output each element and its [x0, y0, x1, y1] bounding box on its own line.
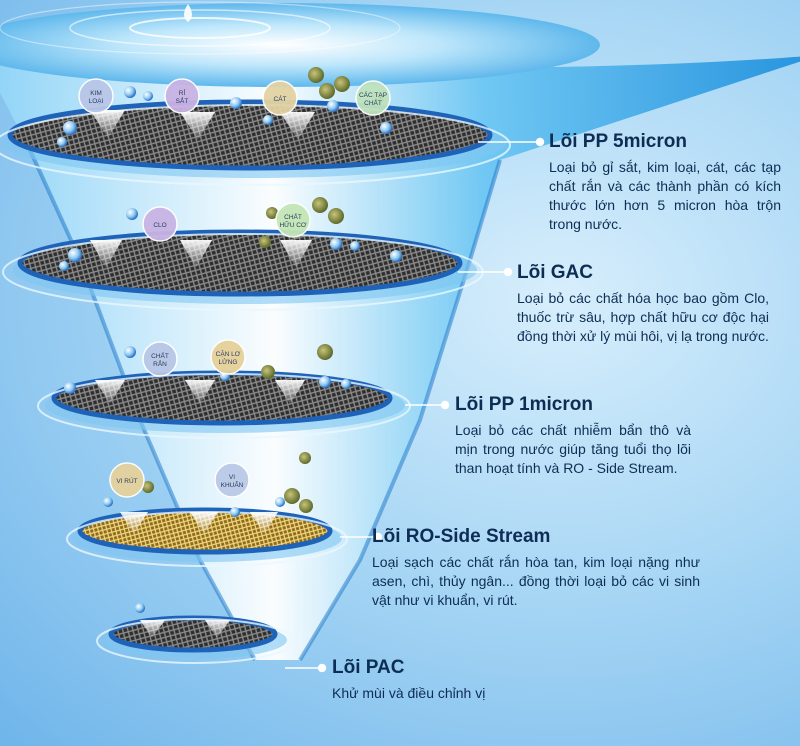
- particle-chip-label: CẶN LƠ: [216, 349, 241, 358]
- particle-chip-label: SẮT: [176, 96, 189, 105]
- layer-2-label: Lõi GAC Loại bỏ các chất hóa học bao gồm…: [517, 262, 769, 346]
- water-ripple-2: [69, 9, 331, 47]
- particle-chip-label: CÁC TẠP: [359, 90, 387, 99]
- layer-3-description: Loại bỏ các chất nhiễm bẩn thô và mịn tr…: [455, 422, 691, 476]
- layer-2-disc: [2, 229, 484, 311]
- layer-2-title: Lõi GAC: [517, 262, 593, 283]
- particle-chip-label: RẮN: [153, 359, 167, 368]
- water-ripple-1: [129, 17, 271, 39]
- particle-chip-label: VI RÚT: [116, 476, 137, 485]
- water-drop: [184, 4, 192, 22]
- particle-chip: CÁT: [262, 80, 298, 116]
- layer-5-disc: [96, 615, 294, 664]
- particle-chip-label: CÁT: [274, 94, 287, 103]
- particle-chip: VI RÚT: [109, 462, 145, 498]
- layer-1-description: Loại bỏ gỉ sắt, kim loại, cát, các tạp c…: [549, 159, 781, 232]
- filtration-arrows: [90, 110, 315, 638]
- layer-4-title: Lõi RO-Side Stream: [372, 526, 551, 547]
- layer-3-title: Lõi PP 1micron: [455, 394, 593, 415]
- particle-chip: CLO: [142, 206, 178, 242]
- layer-1-disc: [0, 99, 511, 186]
- leader-lines: [285, 137, 545, 673]
- particle-chip-label: VI: [229, 474, 235, 481]
- particle-chip-label: KHUẨN: [221, 480, 244, 489]
- layer-3-label: Lõi PP 1micron Loại bỏ các chất nhiễm bẩ…: [455, 394, 691, 478]
- particle-chip-label: CHẤT: [151, 350, 169, 360]
- layer-5-title: Lõi PAC: [332, 657, 405, 678]
- particle-chip-label: HỮU CƠ: [279, 220, 306, 229]
- particle-chip-label: CHẤT: [364, 97, 382, 107]
- particle-chip-label: KIM: [90, 90, 102, 97]
- layer-1-label: Lõi PP 5micron Loại bỏ gỉ sắt, kim loại,…: [549, 131, 781, 234]
- layer-5-label: Lõi PAC Khử mùi và điều chỉnh vị: [332, 657, 592, 703]
- layer-4-description: Loại sạch các chất rắn hòa tan, kim loại…: [372, 554, 700, 608]
- water-ripple-3: [0, 1, 401, 55]
- particle-chip-label: LOẠI: [89, 98, 104, 105]
- particle-chip-label: LỬNG: [219, 357, 238, 366]
- particle-chip-label: CLO: [153, 222, 166, 229]
- layer-2-description: Loại bỏ các chất hóa học bao gồm Clo, th…: [517, 290, 769, 344]
- layer-5-description: Khử mùi và điều chỉnh vị: [332, 685, 486, 701]
- particle-chip-label: CHẤT: [284, 211, 302, 221]
- contaminant-clusters: [142, 67, 384, 513]
- water-surface: [0, 3, 600, 87]
- layer-1-title: Lõi PP 5micron: [549, 131, 687, 152]
- particle-chip-label: RỈ: [179, 88, 186, 97]
- layer-3-disc: [37, 370, 411, 439]
- layer-4-label: Lõi RO-Side Stream Loại sạch các chất rắ…: [372, 526, 700, 610]
